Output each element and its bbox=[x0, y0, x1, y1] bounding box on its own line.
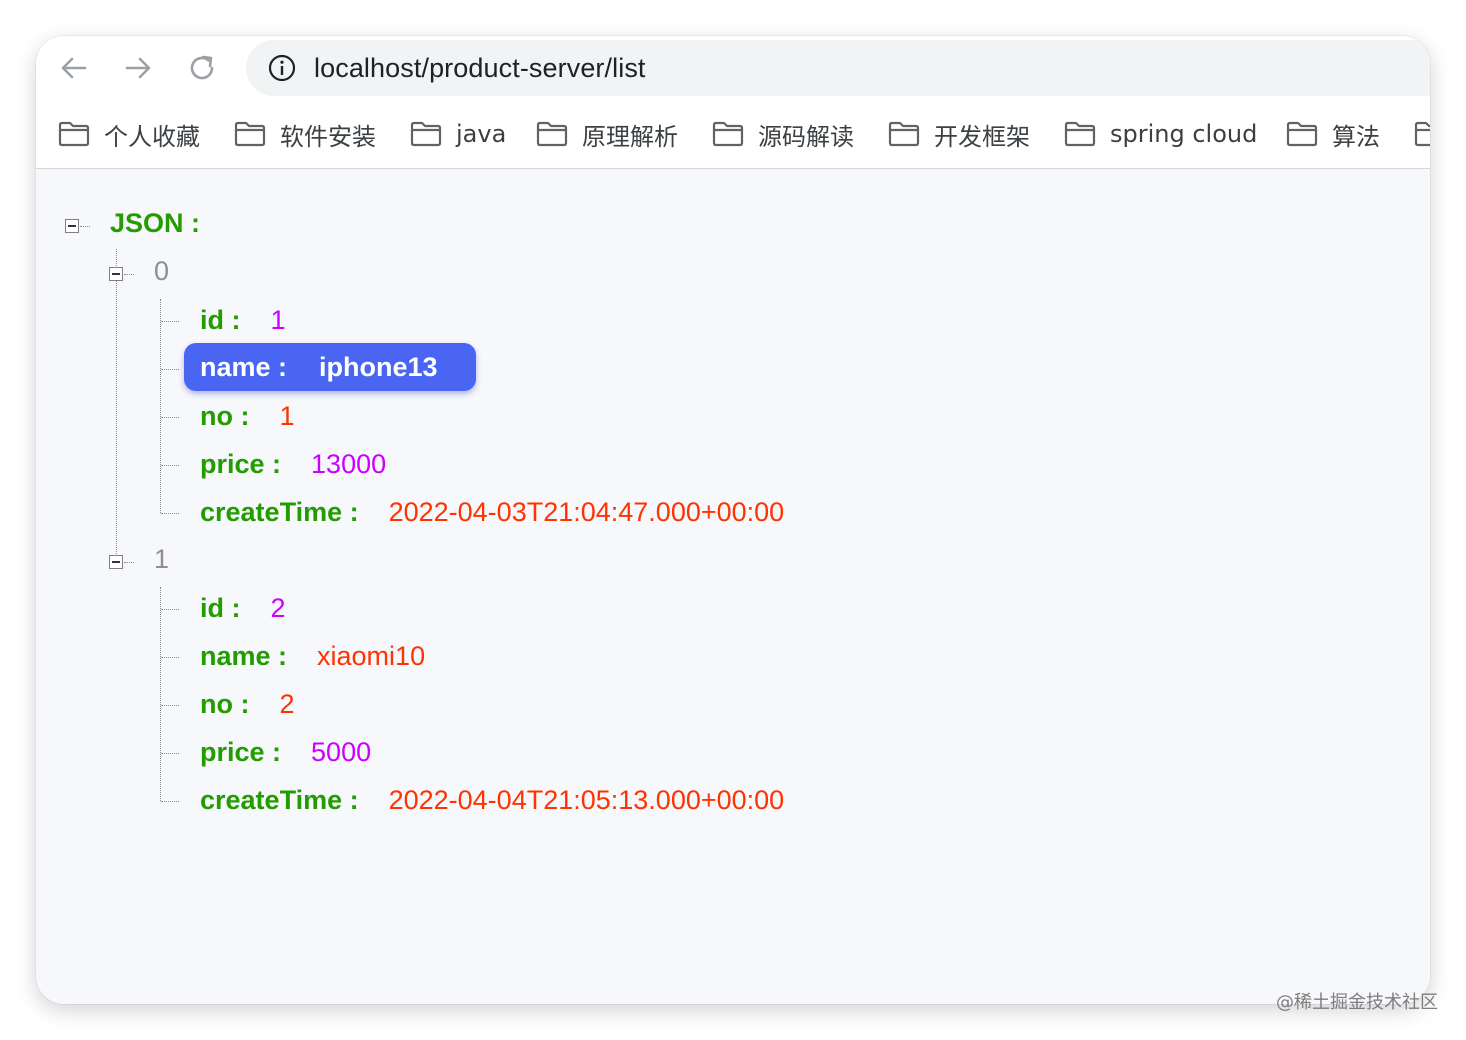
tree-connector bbox=[161, 465, 179, 466]
field-row[interactable]: no :1 bbox=[200, 401, 295, 431]
bookmark-folder-1[interactable]: 软件安装 bbox=[234, 117, 376, 151]
item-0-index[interactable]: 0 bbox=[154, 256, 170, 286]
browser-toolbar: localhost/product-server/list bbox=[36, 36, 1430, 100]
folder-icon bbox=[536, 121, 568, 147]
url-text[interactable]: localhost/product-server/list bbox=[314, 52, 646, 83]
item-0-collapse-toggle[interactable] bbox=[109, 267, 123, 281]
bookmark-label: spring cloud bbox=[1110, 120, 1258, 148]
folder-icon bbox=[410, 121, 442, 147]
tree-connector bbox=[124, 562, 134, 563]
folder-icon bbox=[712, 121, 744, 147]
json-root-label: JSON : bbox=[110, 208, 201, 238]
folder-icon bbox=[1286, 121, 1318, 147]
field-row[interactable]: id :1 bbox=[200, 305, 286, 335]
root-collapse-toggle[interactable] bbox=[65, 219, 79, 233]
field-row[interactable]: createTime :2022-04-03T21:04:47.000+00:0… bbox=[200, 497, 785, 527]
item-1-collapse-toggle[interactable] bbox=[109, 555, 123, 569]
tree-connector bbox=[161, 705, 179, 706]
tree-connector bbox=[116, 249, 117, 562]
bookmark-label: 软件安装 bbox=[280, 122, 376, 151]
field-row[interactable]: price :5000 bbox=[200, 737, 372, 767]
bookmark-label: 个人收藏 bbox=[104, 122, 200, 151]
field-row[interactable]: no :2 bbox=[200, 689, 295, 719]
item-1-index[interactable]: 1 bbox=[154, 544, 170, 574]
bookmark-folder-overflow[interactable] bbox=[1414, 117, 1430, 151]
bookmark-label: java bbox=[456, 120, 507, 148]
bookmark-folder-0[interactable]: 个人收藏 bbox=[58, 117, 200, 151]
bookmarks-bar: 个人收藏 软件安装 java 原理解析 源码解读 开发框架 spring clo… bbox=[36, 100, 1430, 169]
tree-connector bbox=[161, 513, 179, 514]
field-row[interactable]: name :xiaomi10 bbox=[200, 641, 426, 671]
tree-connector bbox=[124, 274, 134, 275]
watermark: @稀土掘金技术社区 bbox=[1276, 992, 1438, 1013]
reload-icon bbox=[190, 55, 214, 80]
bookmark-folder-2[interactable]: java bbox=[410, 117, 506, 151]
field-row[interactable]: price :13000 bbox=[200, 449, 387, 479]
bookmark-folder-3[interactable]: 原理解析 bbox=[536, 117, 678, 151]
back-button[interactable] bbox=[56, 50, 92, 86]
folder-icon bbox=[234, 121, 266, 147]
json-viewer: JSON : 0 id :1 name :iphone13 no :1 pric… bbox=[36, 169, 1430, 1004]
field-row-selected[interactable]: name :iphone13 bbox=[200, 352, 438, 382]
folder-icon bbox=[1064, 121, 1096, 147]
tree-connector bbox=[80, 226, 90, 227]
selected-row-highlight bbox=[184, 343, 476, 391]
info-icon[interactable] bbox=[268, 54, 296, 82]
field-row[interactable]: id :2 bbox=[200, 593, 286, 623]
tree-connector bbox=[161, 417, 179, 418]
tree-connector bbox=[160, 299, 161, 513]
tree-connector bbox=[161, 609, 179, 610]
address-bar[interactable]: localhost/product-server/list bbox=[246, 40, 1430, 96]
browser-window: localhost/product-server/list 个人收藏 软件安装 … bbox=[36, 36, 1430, 1004]
arrow-left-icon bbox=[61, 57, 87, 79]
tree-connector bbox=[161, 657, 179, 658]
tree-connector bbox=[161, 801, 179, 802]
tree-connector bbox=[161, 321, 179, 322]
folder-icon bbox=[1414, 121, 1430, 147]
bookmark-folder-4[interactable]: 源码解读 bbox=[712, 117, 854, 151]
bookmark-folder-6[interactable]: spring cloud bbox=[1064, 117, 1257, 151]
forward-button[interactable] bbox=[120, 50, 156, 86]
tree-connector bbox=[161, 369, 179, 370]
folder-icon bbox=[888, 121, 920, 147]
arrow-right-icon bbox=[125, 57, 151, 79]
bookmark-label: 算法 bbox=[1332, 122, 1380, 151]
bookmark-folder-7[interactable]: 算法 bbox=[1286, 117, 1380, 151]
field-row[interactable]: createTime :2022-04-04T21:05:13.000+00:0… bbox=[200, 785, 785, 815]
bookmark-label: 开发框架 bbox=[934, 122, 1030, 151]
bookmark-folder-5[interactable]: 开发框架 bbox=[888, 117, 1030, 151]
folder-icon bbox=[58, 121, 90, 147]
tree-connector bbox=[160, 587, 161, 801]
reload-button[interactable] bbox=[184, 50, 220, 86]
bookmark-label: 原理解析 bbox=[582, 122, 678, 151]
bookmark-label: 源码解读 bbox=[758, 122, 854, 151]
tree-connector bbox=[161, 753, 179, 754]
